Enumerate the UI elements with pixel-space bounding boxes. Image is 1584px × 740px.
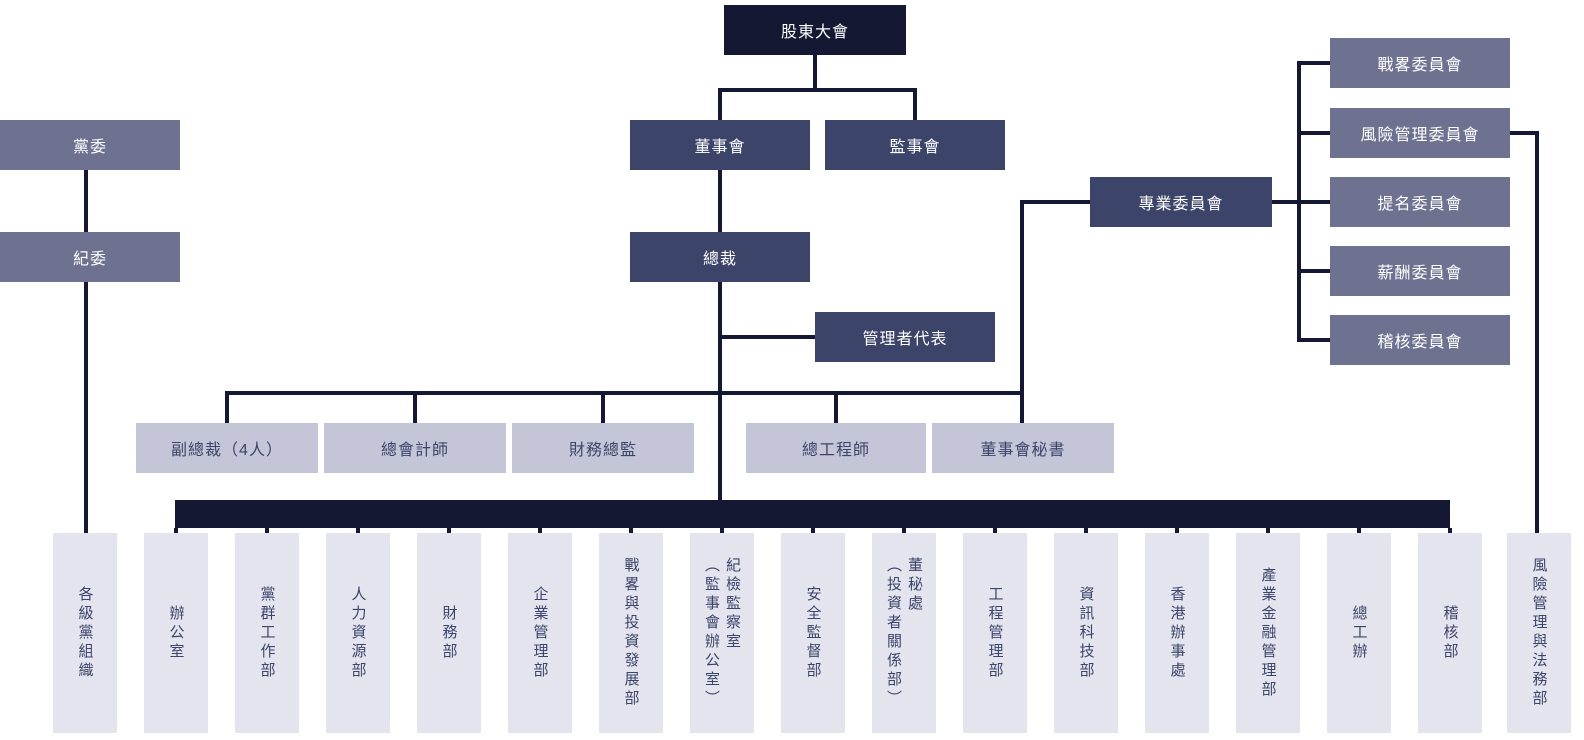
connector-line <box>993 528 997 533</box>
connector-line <box>913 88 917 120</box>
connector-line <box>718 88 722 120</box>
node-management-representative: 管理者代表 <box>815 312 995 362</box>
node-board-secretary: 董事會秘書 <box>932 423 1114 473</box>
connector-line <box>718 170 722 232</box>
node-shareholders-meeting: 股東大會 <box>724 5 906 55</box>
connector-line <box>834 391 838 423</box>
node-risk-management-committee: 風險管理委員會 <box>1330 108 1510 158</box>
dept-engineering-management: 工程管理部 <box>963 533 1027 733</box>
connector-line <box>1020 200 1090 204</box>
node-vice-presidents: 副總裁（4人） <box>136 423 318 473</box>
connector-line <box>356 528 360 533</box>
connector-line <box>1297 269 1330 273</box>
connector-line <box>718 88 917 92</box>
connector-line <box>447 528 451 533</box>
node-nomination-committee: 提名委員會 <box>1330 177 1510 227</box>
connector-line <box>601 391 605 423</box>
distribution-bar <box>175 500 1450 528</box>
connector-line <box>902 528 906 533</box>
dept-audit: 稽核部 <box>1418 533 1482 733</box>
connector-line <box>84 282 88 533</box>
connector-line <box>1357 528 1361 533</box>
dept-general-office: 辦公室 <box>144 533 208 733</box>
node-board-of-directors: 董事會 <box>630 120 810 170</box>
connector-line <box>84 170 88 232</box>
connector-line <box>265 528 269 533</box>
node-special-committees: 專業委員會 <box>1090 177 1272 227</box>
node-chief-engineer: 總工程師 <box>746 423 926 473</box>
connector-line <box>1448 528 1452 533</box>
dept-board-secretariat: 董秘處 （投資者關係部） <box>872 533 936 733</box>
connector-line <box>225 391 229 423</box>
node-strategy-committee: 戰畧委員會 <box>1330 38 1510 88</box>
connector-line <box>718 335 817 339</box>
connector-line <box>720 528 724 533</box>
dept-enterprise-management: 企業管理部 <box>508 533 572 733</box>
dept-chief-engineer-office: 總工辦 <box>1327 533 1391 733</box>
dept-industrial-finance: 產業金融管理部 <box>1236 533 1300 733</box>
dept-party-organizations: 各級黨組織 <box>53 533 117 733</box>
node-remuneration-committee: 薪酬委員會 <box>1330 246 1510 296</box>
connector-line <box>1535 131 1539 533</box>
dept-human-resources: 人力資源部 <box>326 533 390 733</box>
dept-risk-legal: 風險管理與法務部 <box>1507 533 1571 733</box>
connector-line <box>813 55 817 92</box>
connector-line <box>1510 131 1539 135</box>
node-supervisory-board: 監事會 <box>825 120 1005 170</box>
node-party-committee: 黨委 <box>0 120 180 170</box>
dept-discipline-inspection: 紀檢監察室 （監事會辦公室） <box>690 533 754 733</box>
dept-finance: 財務部 <box>417 533 481 733</box>
connector-line <box>1272 200 1330 204</box>
node-discipline-committee: 紀委 <box>0 232 180 282</box>
dept-information-technology: 資訊科技部 <box>1054 533 1118 733</box>
connector-line <box>1297 61 1330 65</box>
connector-line <box>225 391 1024 395</box>
connector-line <box>811 528 815 533</box>
connector-line <box>1297 131 1330 135</box>
dept-strategy-investment: 戰畧與投資發展部 <box>599 533 663 733</box>
node-chief-accountant: 總會計師 <box>324 423 506 473</box>
connector-line <box>629 528 633 533</box>
connector-line <box>1084 528 1088 533</box>
dept-hongkong-office: 香港辦事處 <box>1145 533 1209 733</box>
connector-line <box>413 391 417 423</box>
connector-line <box>1297 338 1330 342</box>
node-finance-director: 財務總監 <box>512 423 694 473</box>
node-audit-committee: 稽核委員會 <box>1330 315 1510 365</box>
connector-line <box>174 528 178 533</box>
connector-line <box>1266 528 1270 533</box>
dept-safety-supervision: 安全監督部 <box>781 533 845 733</box>
node-president: 總裁 <box>630 232 810 282</box>
connector-line <box>538 528 542 533</box>
connector-line <box>1020 200 1024 423</box>
connector-line <box>1297 61 1301 342</box>
dept-party-mass-work: 黨群工作部 <box>235 533 299 733</box>
connector-line <box>1175 528 1179 533</box>
